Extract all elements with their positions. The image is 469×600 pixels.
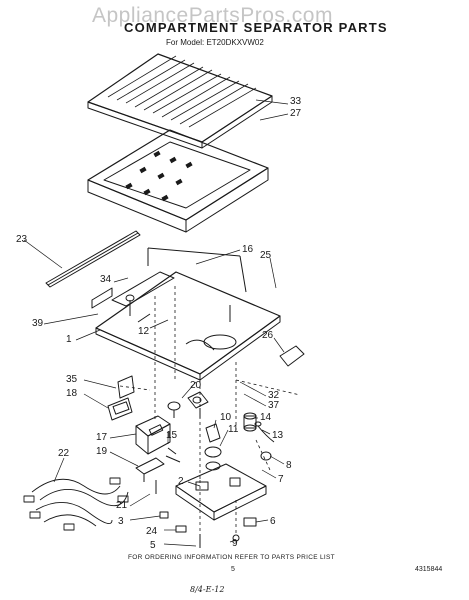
callout-8: 8 <box>286 460 292 471</box>
separator-tray <box>91 247 281 381</box>
callout-15: 15 <box>166 430 178 441</box>
callout-26: 26 <box>262 330 274 341</box>
light-switch <box>243 412 272 461</box>
callout-19: 19 <box>96 446 108 457</box>
thermostat-knob <box>167 391 209 418</box>
page-number: 5 <box>231 566 235 573</box>
callout-32: 32 <box>268 390 280 401</box>
insulation-wedge <box>279 345 305 367</box>
power-cord <box>254 421 275 443</box>
callout-2: 2 <box>178 476 184 487</box>
separator-frame <box>87 129 269 233</box>
gasket-strip <box>45 230 141 288</box>
lamp-socket <box>204 423 222 471</box>
top-grille <box>87 53 273 149</box>
callout-27: 27 <box>290 108 302 119</box>
callout-7: 7 <box>278 474 284 485</box>
callout-6: 6 <box>270 516 276 527</box>
callout-37: 37 <box>268 400 280 411</box>
callout-14: 14 <box>260 412 272 423</box>
callout-34: 34 <box>100 274 112 285</box>
callout-17: 17 <box>96 432 108 443</box>
callout-16: 16 <box>242 244 254 255</box>
document-number: 4315844 <box>415 566 443 573</box>
callout-5: 5 <box>150 540 156 551</box>
damper-control <box>107 375 135 421</box>
callout-33: 33 <box>290 96 302 107</box>
base-plate <box>175 463 267 521</box>
callout-18: 18 <box>66 388 78 399</box>
handwritten-note: 8/4-E-12 <box>190 585 225 594</box>
model-subtitle: For Model: ET20DKXVW02 <box>166 38 264 47</box>
callout-13: 13 <box>272 430 284 441</box>
callout-24: 24 <box>146 526 158 537</box>
callout-22: 22 <box>58 448 70 459</box>
callout-25: 25 <box>260 250 272 261</box>
assembly-guide-lines <box>119 286 301 545</box>
wiring-harness <box>23 477 129 531</box>
callout-23: 23 <box>16 234 28 245</box>
callout-21: 21 <box>116 500 128 511</box>
mounting-bracket <box>135 457 165 482</box>
callout-3: 3 <box>118 516 124 527</box>
watermark: AppliancePartsPros.com <box>92 4 333 27</box>
callout-35: 35 <box>66 374 78 385</box>
callout-1: 1 <box>66 334 72 345</box>
callout-20: 20 <box>190 380 202 391</box>
ordering-note: FOR ORDERING INFORMATION REFER TO PARTS … <box>128 554 335 561</box>
callout-labels: 33 27 16 25 23 34 39 12 1 26 35 18 20 32… <box>16 96 302 551</box>
leader-lines <box>23 99 289 547</box>
callout-9: 9 <box>232 538 238 549</box>
callout-12: 12 <box>138 326 150 337</box>
control-housing <box>135 415 181 463</box>
callout-10: 10 <box>220 412 232 423</box>
callout-39: 39 <box>32 318 44 329</box>
callout-11: 11 <box>228 424 239 435</box>
diagram-title: COMPARTMENT SEPARATOR PARTS <box>124 20 388 35</box>
